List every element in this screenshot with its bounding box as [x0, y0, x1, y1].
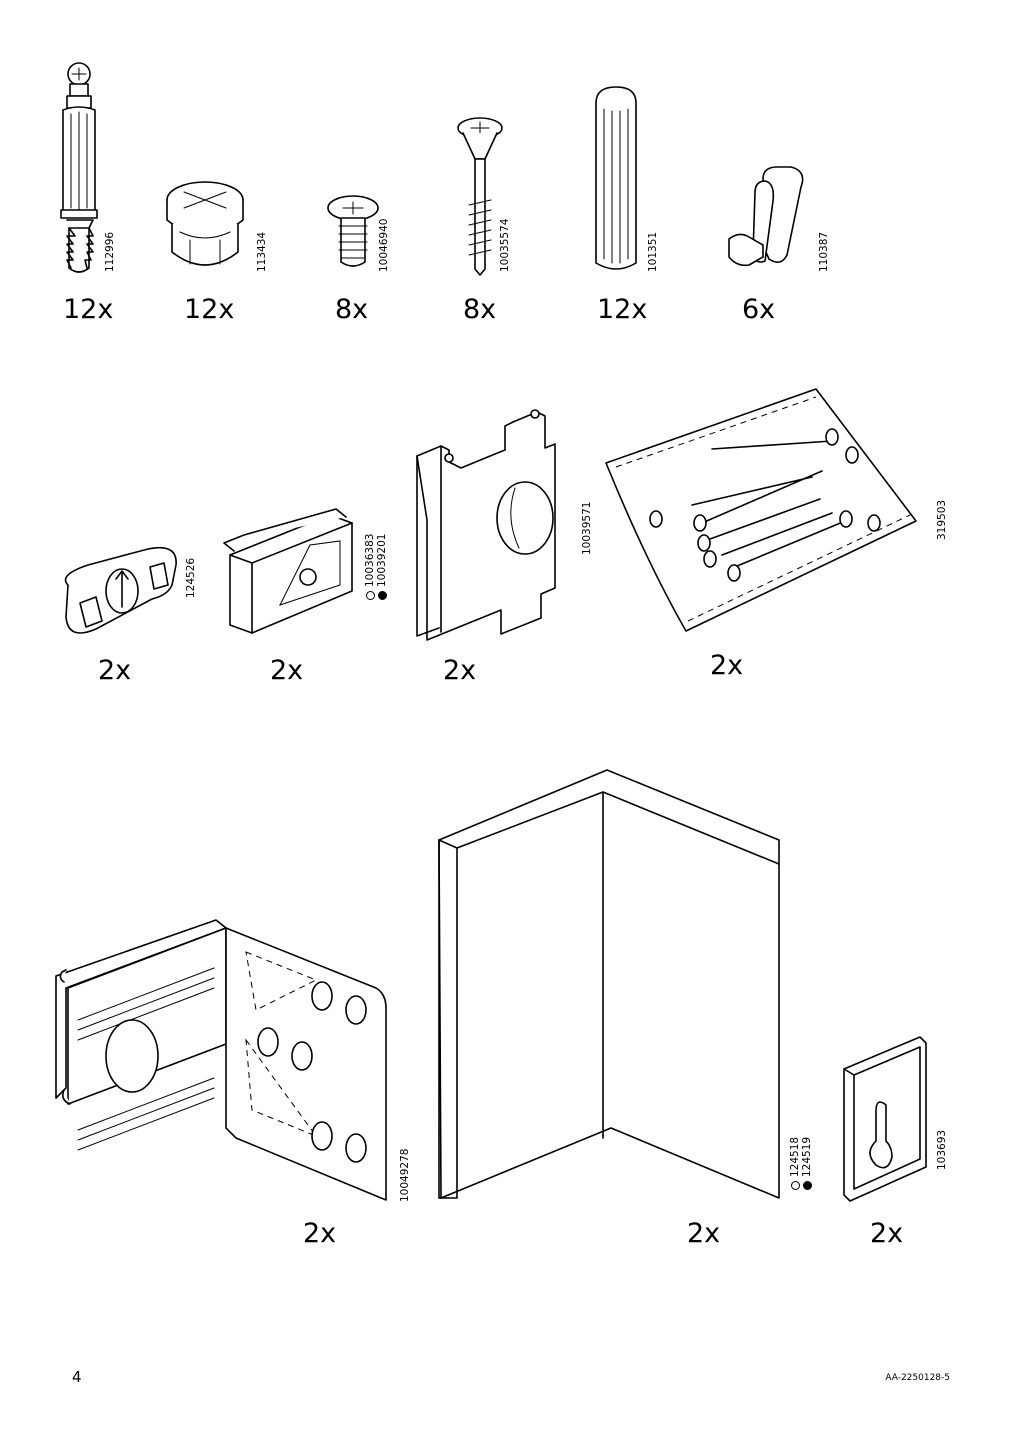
part-code: 103693 — [936, 1129, 948, 1170]
part-code-white: 10036383 — [364, 533, 376, 587]
black-finish-dot — [802, 1181, 812, 1190]
part-quantity: 2x — [443, 655, 477, 686]
wood-dowel-illustration — [595, 86, 637, 270]
part-quantity: 2x — [98, 655, 132, 686]
part-quantity: 2x — [687, 1218, 721, 1249]
part-code: 112996 — [104, 231, 116, 272]
part-code: 101351 — [647, 231, 659, 272]
part-code: 110387 — [818, 231, 830, 272]
part-code: 124526 — [185, 557, 197, 598]
part-quantity: 8x — [463, 294, 497, 325]
part-codes: 10036383 10039201 — [364, 534, 388, 600]
part-quantity: 8x — [335, 294, 369, 325]
part-code: 10046940 — [378, 218, 390, 272]
part-code-white: 124518 — [789, 1136, 801, 1177]
document-code: AA-2250128-5 — [885, 1373, 950, 1383]
part-quantity: 6x — [742, 294, 776, 325]
connector-block-illustration — [223, 508, 353, 634]
short-screw-illustration — [327, 195, 379, 267]
part-quantity: 12x — [184, 294, 235, 325]
part-quantity: 2x — [870, 1218, 904, 1249]
black-finish-dot — [377, 591, 387, 600]
part-code-black: 124519 — [801, 1136, 813, 1177]
part-codes: 124518 124519 — [789, 1137, 813, 1190]
part-code: 319503 — [936, 499, 948, 540]
part-code-black: 10039201 — [376, 533, 388, 587]
corner-panel-illustration — [438, 769, 780, 1199]
part-code: 10049278 — [399, 1148, 411, 1202]
cam-dowel-illustration — [60, 62, 98, 273]
part-quantity: 2x — [710, 650, 744, 681]
rail-clip-illustration — [64, 546, 177, 634]
shelf-support-illustration — [728, 166, 804, 267]
white-finish-dot — [790, 1181, 800, 1190]
part-code: 10039571 — [581, 501, 593, 555]
corner-bracket-illustration — [55, 919, 387, 1201]
long-screw-illustration — [457, 117, 503, 276]
page-number: 4 — [72, 1368, 82, 1386]
mounting-plate-illustration — [416, 409, 556, 641]
part-quantity: 12x — [63, 294, 114, 325]
white-finish-dot — [365, 591, 375, 600]
keyhole-plate-illustration — [843, 1036, 927, 1202]
part-code: 10035574 — [499, 218, 511, 272]
part-code: 113434 — [256, 231, 268, 272]
cam-lock-illustration — [166, 181, 244, 266]
part-quantity: 2x — [303, 1218, 337, 1249]
part-quantity: 12x — [597, 294, 648, 325]
part-quantity: 2x — [270, 655, 304, 686]
nail-bag-illustration — [605, 388, 917, 632]
